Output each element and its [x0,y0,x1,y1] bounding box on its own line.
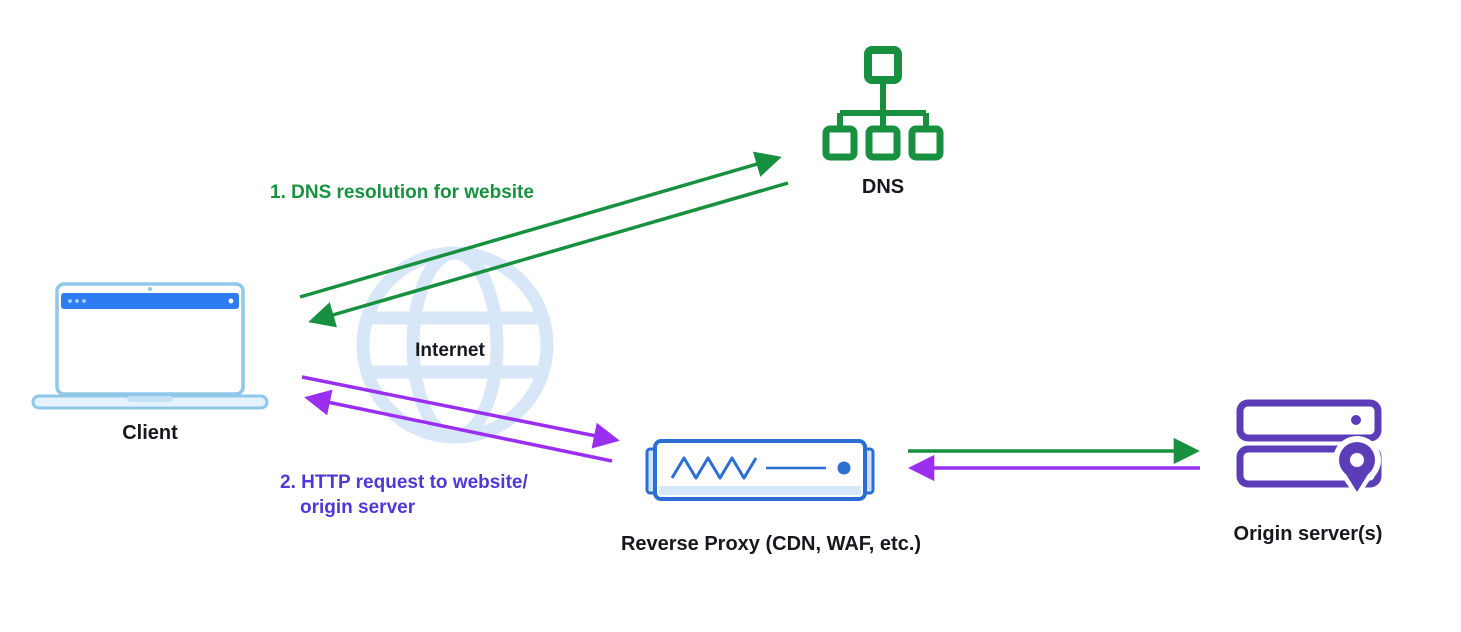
reverse-proxy-icon [645,439,875,501]
client-label: Client [122,422,178,444]
internet-label: Internet [415,340,485,361]
dns-label: DNS [861,176,905,198]
origin-server-icon [1236,399,1382,499]
http-response-arrow [304,389,613,463]
origin-server-label: Origin server(s) [1233,523,1383,545]
step2-line1: 2. HTTP request to website/ [280,472,528,493]
dns-resolution-arrows [299,151,789,328]
reverse-proxy-label: Reverse Proxy (CDN, WAF, etc.) [620,533,922,555]
step1-dns-resolution-annotation: 1. DNS resolution for website [270,182,534,203]
http-request-arrow [301,375,620,449]
step2-http-request-annotation: 2. HTTP request to website/ origin serve… [280,470,528,520]
dns-response-arrow [308,181,789,328]
dns-request-arrow [299,151,782,299]
step2-line2: origin server [300,497,416,518]
location-pin-icon [1339,442,1375,492]
client-laptop-icon [31,282,269,410]
http-request-arrows [301,375,620,463]
dns-tree-icon [822,46,944,161]
